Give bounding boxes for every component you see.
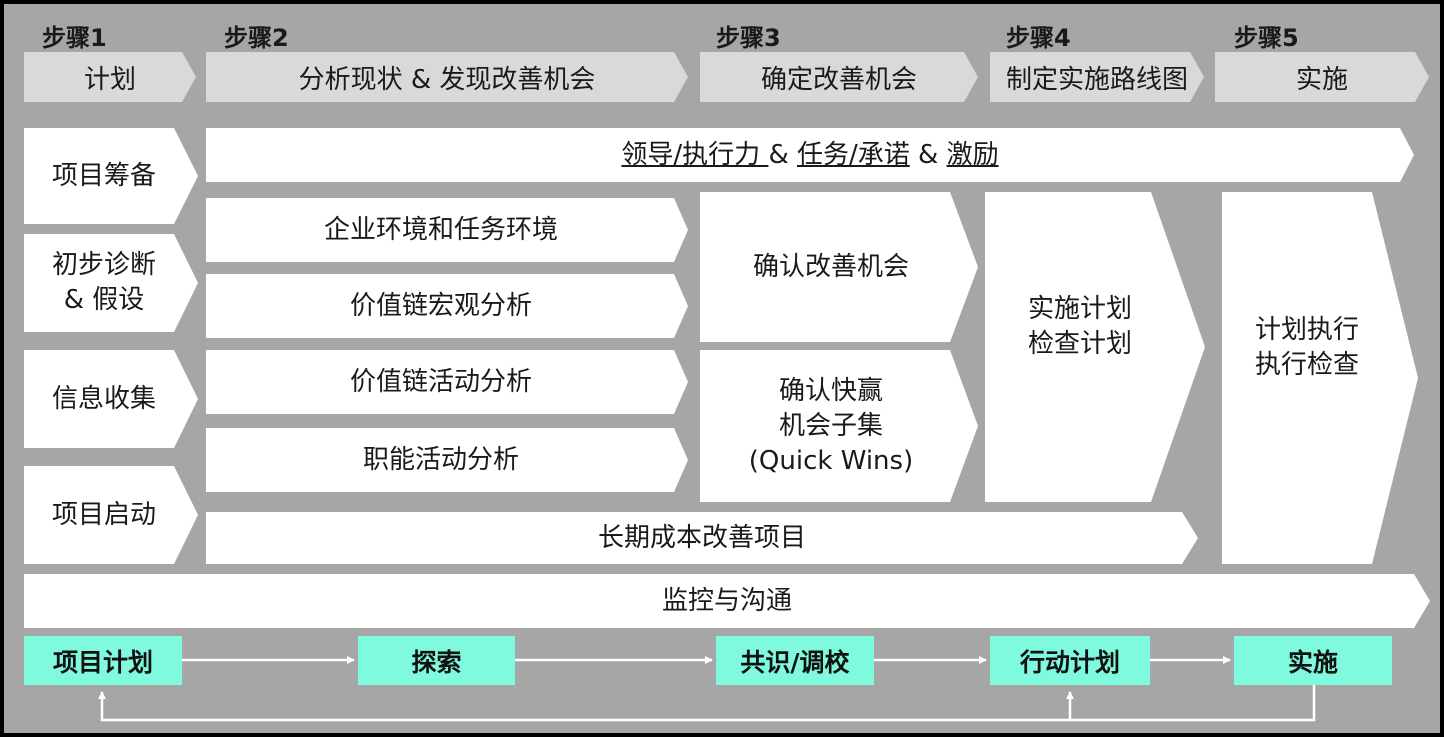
flow-box-explore-text: 探索 — [411, 647, 462, 677]
chevron-monitor-communicate: 监控与沟通 — [24, 574, 1430, 628]
leadership-text-2: 任务/承诺 — [796, 139, 910, 170]
chevron-implementation-plan-line1: 实施计划 — [1027, 294, 1132, 324]
flow-box-action-plan: 行动计划 — [990, 636, 1150, 685]
chevron-quick-wins: 确认快赢 机会子集 (Quick Wins) — [700, 350, 978, 502]
chevron-value-chain-macro: 价值链宏观分析 — [206, 274, 688, 338]
chevron-monitor-communicate-text: 监控与沟通 — [661, 585, 792, 616]
leadership-text-1: 领导/执行力 — [621, 139, 769, 170]
chevron-initial-diagnosis-line2: & 假设 — [63, 285, 145, 315]
flow-box-consensus-text: 共识/调校 — [740, 647, 850, 677]
chevron-value-chain-macro-text: 价值链宏观分析 — [349, 290, 532, 321]
flow-box-consensus: 共识/调校 — [716, 636, 874, 685]
chevron-implementation-plan-line2: 检查计划 — [1027, 329, 1132, 359]
flow-box-action-plan-text: 行动计划 — [1019, 647, 1120, 677]
step-2-label: 步骤2 — [224, 24, 289, 52]
chevron-enterprise-environment: 企业环境和任务环境 — [206, 198, 688, 262]
flow-box-explore: 探索 — [358, 636, 515, 685]
flow-arrows — [98, 656, 1316, 722]
phase-header-confirm: 确定改善机会 — [700, 52, 978, 102]
chevron-initial-diagnosis-line1: 初步诊断 — [51, 250, 156, 280]
chevron-functional-activity-text: 职能活动分析 — [362, 444, 519, 475]
leadership-text-3: 激励 — [946, 139, 999, 170]
leadership-amp-2: & — [909, 139, 947, 170]
chevron-project-prep-text: 项目筹备 — [51, 160, 156, 191]
flow-box-project-plan-text: 项目计划 — [52, 647, 153, 677]
feedback-loop-arrow — [98, 685, 1316, 722]
step-3-label: 步骤3 — [716, 24, 781, 52]
chevron-long-term-cost: 长期成本改善项目 — [206, 512, 1198, 564]
flow-box-implement: 实施 — [1234, 636, 1392, 685]
phase-header-analysis-text: 分析现状 & 发现改善机会 — [298, 64, 596, 95]
chevron-plan-execution-line2: 执行检查 — [1254, 350, 1359, 380]
chevron-info-collection-text: 信息收集 — [51, 383, 156, 414]
chevron-initial-diagnosis: 初步诊断 & 假设 — [24, 234, 198, 332]
chevron-info-collection: 信息收集 — [24, 350, 198, 448]
chevron-value-chain-activity-text: 价值链活动分析 — [349, 366, 532, 397]
phase-header-analysis: 分析现状 & 发现改善机会 — [206, 52, 688, 102]
phase-header-confirm-text: 确定改善机会 — [760, 64, 917, 95]
step-1-label: 步骤1 — [42, 24, 107, 52]
chevron-project-prep: 项目筹备 — [24, 128, 198, 224]
chevron-functional-activity: 职能活动分析 — [206, 428, 688, 492]
phase-header-plan: 计划 — [24, 52, 196, 102]
chevron-quick-wins-line2: 机会子集 — [778, 410, 883, 441]
chevron-plan-execution: 计划执行 执行检查 — [1222, 192, 1418, 564]
step-5-label: 步骤5 — [1234, 24, 1299, 52]
chevron-quick-wins-line3: (Quick Wins) — [748, 445, 914, 476]
phase-header-plan-text: 计划 — [83, 64, 136, 95]
phase-header-roadmap-text: 制定实施路线图 — [1005, 64, 1188, 95]
chevron-plan-execution-line1: 计划执行 — [1254, 315, 1359, 345]
chevron-quick-wins-line1: 确认快赢 — [778, 375, 883, 406]
phase-header-implement: 实施 — [1215, 52, 1429, 102]
leadership-banner: 领导/执行力 & 任务/承诺 & 激励 — [206, 128, 1414, 182]
phase-header-implement-text: 实施 — [1295, 64, 1348, 95]
chevron-long-term-cost-text: 长期成本改善项目 — [597, 522, 806, 553]
step-4-label: 步骤4 — [1006, 24, 1071, 52]
chevron-confirm-opportunity: 确认改善机会 — [700, 192, 978, 342]
flow-box-implement-text: 实施 — [1287, 647, 1338, 677]
phase-header-roadmap: 制定实施路线图 — [990, 52, 1204, 102]
flow-box-project-plan: 项目计划 — [24, 636, 182, 685]
leadership-amp-1: & — [768, 139, 797, 170]
chevron-enterprise-environment-text: 企业环境和任务环境 — [323, 214, 558, 245]
chevron-confirm-opportunity-text: 确认改善机会 — [752, 251, 909, 282]
chevron-project-launch: 项目启动 — [24, 466, 198, 564]
chevron-value-chain-activity: 价值链活动分析 — [206, 350, 688, 414]
chevron-project-launch-text: 项目启动 — [51, 499, 156, 530]
chevron-implementation-plan: 实施计划 检查计划 — [985, 192, 1205, 502]
